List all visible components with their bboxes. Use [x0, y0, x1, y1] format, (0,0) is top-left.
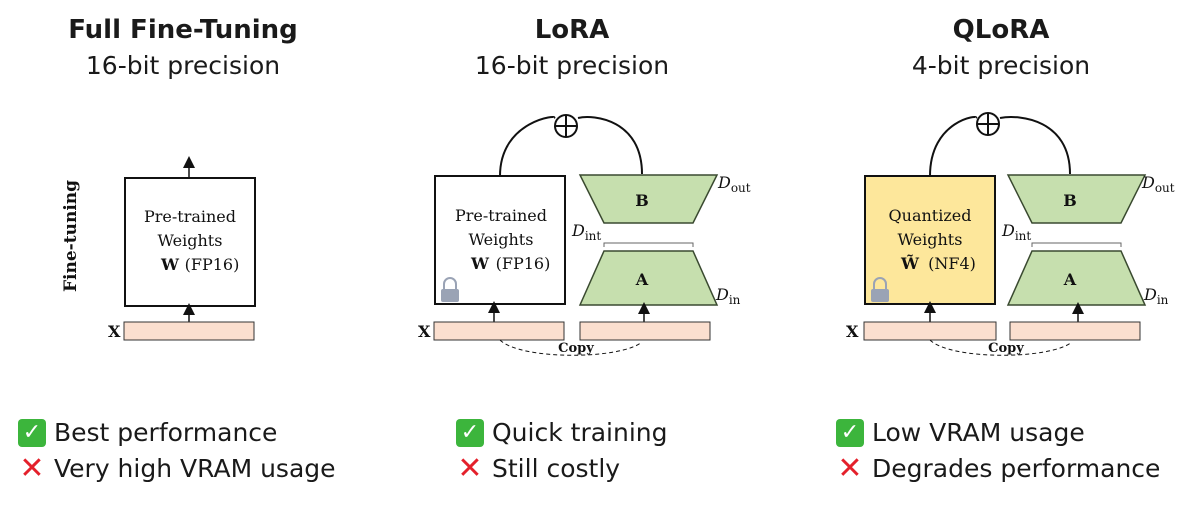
- pro-text: Quick training: [492, 418, 668, 447]
- input-vector: [123, 321, 255, 341]
- weights-line1: Pre-trained: [144, 207, 236, 226]
- con-item: ✕ Degrades performance: [836, 451, 1160, 487]
- merge-arc-left: [499, 116, 556, 177]
- pros-cons-list: ✓ Low VRAM usage ✕ Degrades performance: [836, 415, 1160, 487]
- column-subtitle: 16-bit precision: [85, 51, 281, 80]
- merge-arc-left: [929, 116, 978, 177]
- input-label: X: [108, 322, 121, 341]
- con-text: Degrades performance: [872, 454, 1161, 483]
- input-vector-copy: [1009, 321, 1141, 341]
- column-title: QLoRA: [952, 15, 1050, 45]
- circle-plus-icon: [554, 114, 578, 138]
- con-text: Very high VRAM usage: [54, 454, 336, 483]
- input-vector: [863, 321, 997, 341]
- copy-arc: [499, 339, 643, 356]
- cross-icon: ✕: [457, 451, 483, 486]
- adapter-a-label: A: [1063, 270, 1077, 289]
- weights-format: (FP16): [185, 255, 240, 274]
- weights-line1: Pre-trained: [455, 206, 547, 225]
- lora-column: LoRA 16-bit precision Pre-trained Weight…: [380, 0, 780, 507]
- adapter-b: [578, 174, 719, 224]
- weights-line1: Quantized: [889, 206, 972, 225]
- pro-text: Best performance: [54, 418, 278, 447]
- column-subtitle: 4-bit precision: [911, 51, 1091, 80]
- input-label: X: [846, 322, 859, 341]
- side-label: Fine-tuning: [61, 180, 81, 292]
- weights-symbol: W: [470, 254, 490, 273]
- full-finetuning-diagram: Fine-tuning Pre-trained Weights W (FP16)…: [61, 156, 256, 341]
- input-label: X: [418, 322, 431, 341]
- con-item: ✕ Still costly: [456, 451, 668, 487]
- circle-plus-icon: [976, 112, 1000, 136]
- intrinsic-bracket: [1031, 242, 1122, 247]
- adapter-a-label: A: [635, 270, 649, 289]
- d-out-label: Dout: [717, 173, 751, 195]
- weights-line2: Weights: [158, 231, 223, 250]
- pro-text: Low VRAM usage: [872, 418, 1085, 447]
- weights-format: (FP16): [496, 254, 551, 273]
- input-vector-copy: [579, 321, 711, 341]
- column-title: LoRA: [534, 15, 610, 45]
- merge-arc-right: [577, 116, 643, 175]
- cross-icon: ✕: [837, 451, 863, 486]
- d-out-label: Dout: [1141, 173, 1175, 195]
- weights-line2: Weights: [898, 230, 963, 249]
- pro-item: ✓ Quick training: [456, 415, 668, 451]
- d-int-label: Dint: [1001, 221, 1031, 243]
- cross-icon: ✕: [19, 451, 45, 486]
- copy-label: Copy: [558, 341, 594, 356]
- weights-line2: Weights: [469, 230, 534, 249]
- weights-symbol: W̃: [900, 254, 920, 273]
- check-icon: ✓: [456, 419, 484, 447]
- lock-icon: [871, 277, 889, 302]
- d-in-label: Din: [1143, 285, 1169, 307]
- adapter-b: [1006, 174, 1147, 224]
- lock-icon: [441, 277, 459, 302]
- check-icon: ✓: [836, 419, 864, 447]
- pro-item: ✓ Best performance: [18, 415, 336, 451]
- adapter-b-label: B: [1063, 191, 1077, 210]
- lora-diagram: Pre-trained Weights W (FP16) B A Dout Di…: [418, 114, 751, 356]
- pros-cons-list: ✓ Best performance ✕ Very high VRAM usag…: [18, 415, 336, 487]
- copy-arc: [929, 339, 1073, 356]
- column-title: Full Fine-Tuning: [68, 15, 298, 45]
- qlora-diagram: Quantized Weights W̃ (NF4) B A Dout Dint…: [846, 112, 1175, 356]
- adapter-a: [578, 250, 719, 306]
- full-finetuning-column: Full Fine-Tuning 16-bit precision Fine-t…: [0, 0, 380, 507]
- d-in-label: Din: [715, 285, 741, 307]
- copy-label: Copy: [988, 341, 1024, 356]
- weights-format: (NF4): [928, 254, 976, 273]
- merge-arc-right: [999, 116, 1071, 175]
- con-item: ✕ Very high VRAM usage: [18, 451, 336, 487]
- check-icon: ✓: [18, 419, 46, 447]
- qlora-column: QLoRA 4-bit precision Quantized Weights …: [780, 0, 1200, 507]
- adapter-a: [1006, 250, 1147, 306]
- d-int-label: Dint: [571, 221, 601, 243]
- pros-cons-list: ✓ Quick training ✕ Still costly: [456, 415, 668, 487]
- pro-item: ✓ Low VRAM usage: [836, 415, 1160, 451]
- weights-symbol: W: [160, 255, 180, 274]
- column-subtitle: 16-bit precision: [474, 51, 670, 80]
- intrinsic-bracket: [603, 242, 694, 247]
- adapter-b-label: B: [635, 191, 649, 210]
- input-vector: [433, 321, 565, 341]
- con-text: Still costly: [492, 454, 621, 483]
